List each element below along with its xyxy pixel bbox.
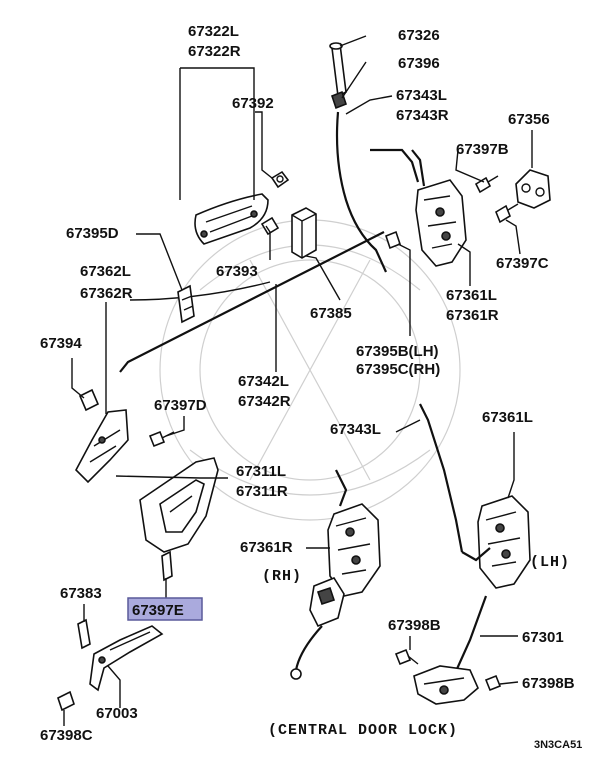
screw-67398B-a bbox=[394, 648, 419, 666]
rod-67343 bbox=[335, 111, 388, 273]
rod-67343-link bbox=[370, 148, 420, 183]
diagram-code: 3N3CA51 bbox=[534, 739, 582, 751]
label-67362L: 67362L bbox=[80, 263, 131, 280]
bezel-67311 bbox=[139, 457, 219, 553]
latch-67361-top bbox=[411, 149, 467, 267]
screw-67397D bbox=[148, 430, 175, 448]
label-67361L-top: 67361L bbox=[446, 287, 497, 304]
label-67322L: 67322L bbox=[188, 23, 239, 40]
label-rh: (RH) bbox=[262, 568, 302, 585]
label-67397C: 67397C bbox=[496, 255, 549, 272]
rod-67342-lower bbox=[129, 281, 271, 301]
latch-67361R-rh bbox=[327, 469, 381, 597]
clip-67395 bbox=[385, 230, 401, 250]
leader-lines bbox=[63, 35, 533, 726]
label-67398B-b: 67398B bbox=[522, 675, 575, 692]
label-67385: 67385 bbox=[310, 305, 352, 322]
label-67343L-mid: 67343L bbox=[330, 421, 381, 438]
label-67383: 67383 bbox=[60, 585, 102, 602]
clip-67394 bbox=[78, 388, 100, 412]
label-67356: 67356 bbox=[508, 111, 550, 128]
outside-handle-67322 bbox=[194, 193, 269, 245]
central-lock-actuator bbox=[413, 665, 479, 705]
inside-handle-67362 bbox=[75, 409, 129, 484]
rod-67343L-mid bbox=[419, 403, 464, 553]
actuator-rh bbox=[290, 577, 345, 680]
label-central-door-lock: (CENTRAL DOOR LOCK) bbox=[268, 722, 458, 739]
label-67311R: 67311R bbox=[236, 483, 288, 500]
pin-67383 bbox=[77, 618, 91, 650]
label-67342L: 67342L bbox=[238, 373, 289, 390]
label-67397E: 67397E bbox=[132, 602, 184, 619]
nut-67392 bbox=[270, 170, 290, 189]
nut-67393 bbox=[260, 216, 280, 236]
clip-67395D bbox=[177, 284, 195, 324]
bolt-67398C bbox=[57, 690, 75, 712]
label-67361L-lh: 67361L bbox=[482, 409, 533, 426]
screw-67398B-b bbox=[484, 674, 502, 692]
label-67394: 67394 bbox=[40, 335, 82, 352]
label-67395B: 67395B(LH) bbox=[356, 343, 439, 360]
rod-67342 bbox=[119, 231, 385, 373]
label-67395D: 67395D bbox=[66, 225, 119, 242]
striker-67356 bbox=[515, 169, 551, 209]
label-lh: (LH) bbox=[530, 554, 570, 571]
highlight-box-67397E bbox=[127, 597, 203, 621]
label-67343L-top: 67343L bbox=[396, 87, 447, 104]
label-67322R: 67322R bbox=[188, 43, 241, 60]
label-67361R-rh: 67361R bbox=[240, 539, 293, 556]
label-67301: 67301 bbox=[522, 629, 564, 646]
screw-67397C bbox=[495, 203, 519, 224]
label-67393: 67393 bbox=[216, 263, 258, 280]
label-67392: 67392 bbox=[232, 95, 274, 112]
label-67342R: 67342R bbox=[238, 393, 291, 410]
label-67343R: 67343R bbox=[396, 107, 449, 124]
label-67397B: 67397B bbox=[456, 141, 509, 158]
label-67361R-top: 67361R bbox=[446, 307, 499, 324]
label-67396: 67396 bbox=[398, 55, 440, 72]
label-67003: 67003 bbox=[96, 705, 138, 722]
pad-67385 bbox=[291, 207, 317, 259]
label-67362R: 67362R bbox=[80, 285, 133, 302]
screw-67397E bbox=[161, 550, 173, 582]
label-67398C: 67398C bbox=[40, 727, 93, 744]
label-67326: 67326 bbox=[398, 27, 440, 44]
lock-cylinder-67326 bbox=[329, 42, 347, 110]
label-67395C: 67395C(RH) bbox=[356, 361, 440, 378]
rod-67301 bbox=[450, 595, 488, 681]
latch-67361L-lh bbox=[461, 495, 531, 589]
label-67311L: 67311L bbox=[236, 463, 286, 480]
part-labels: 67322L 67322R 67326 67396 67343L 67343R … bbox=[40, 23, 582, 751]
screw-67397B bbox=[474, 175, 499, 194]
label-67398B-a: 67398B bbox=[388, 617, 441, 634]
label-67397D: 67397D bbox=[154, 397, 207, 414]
check-link-67003 bbox=[89, 625, 164, 692]
